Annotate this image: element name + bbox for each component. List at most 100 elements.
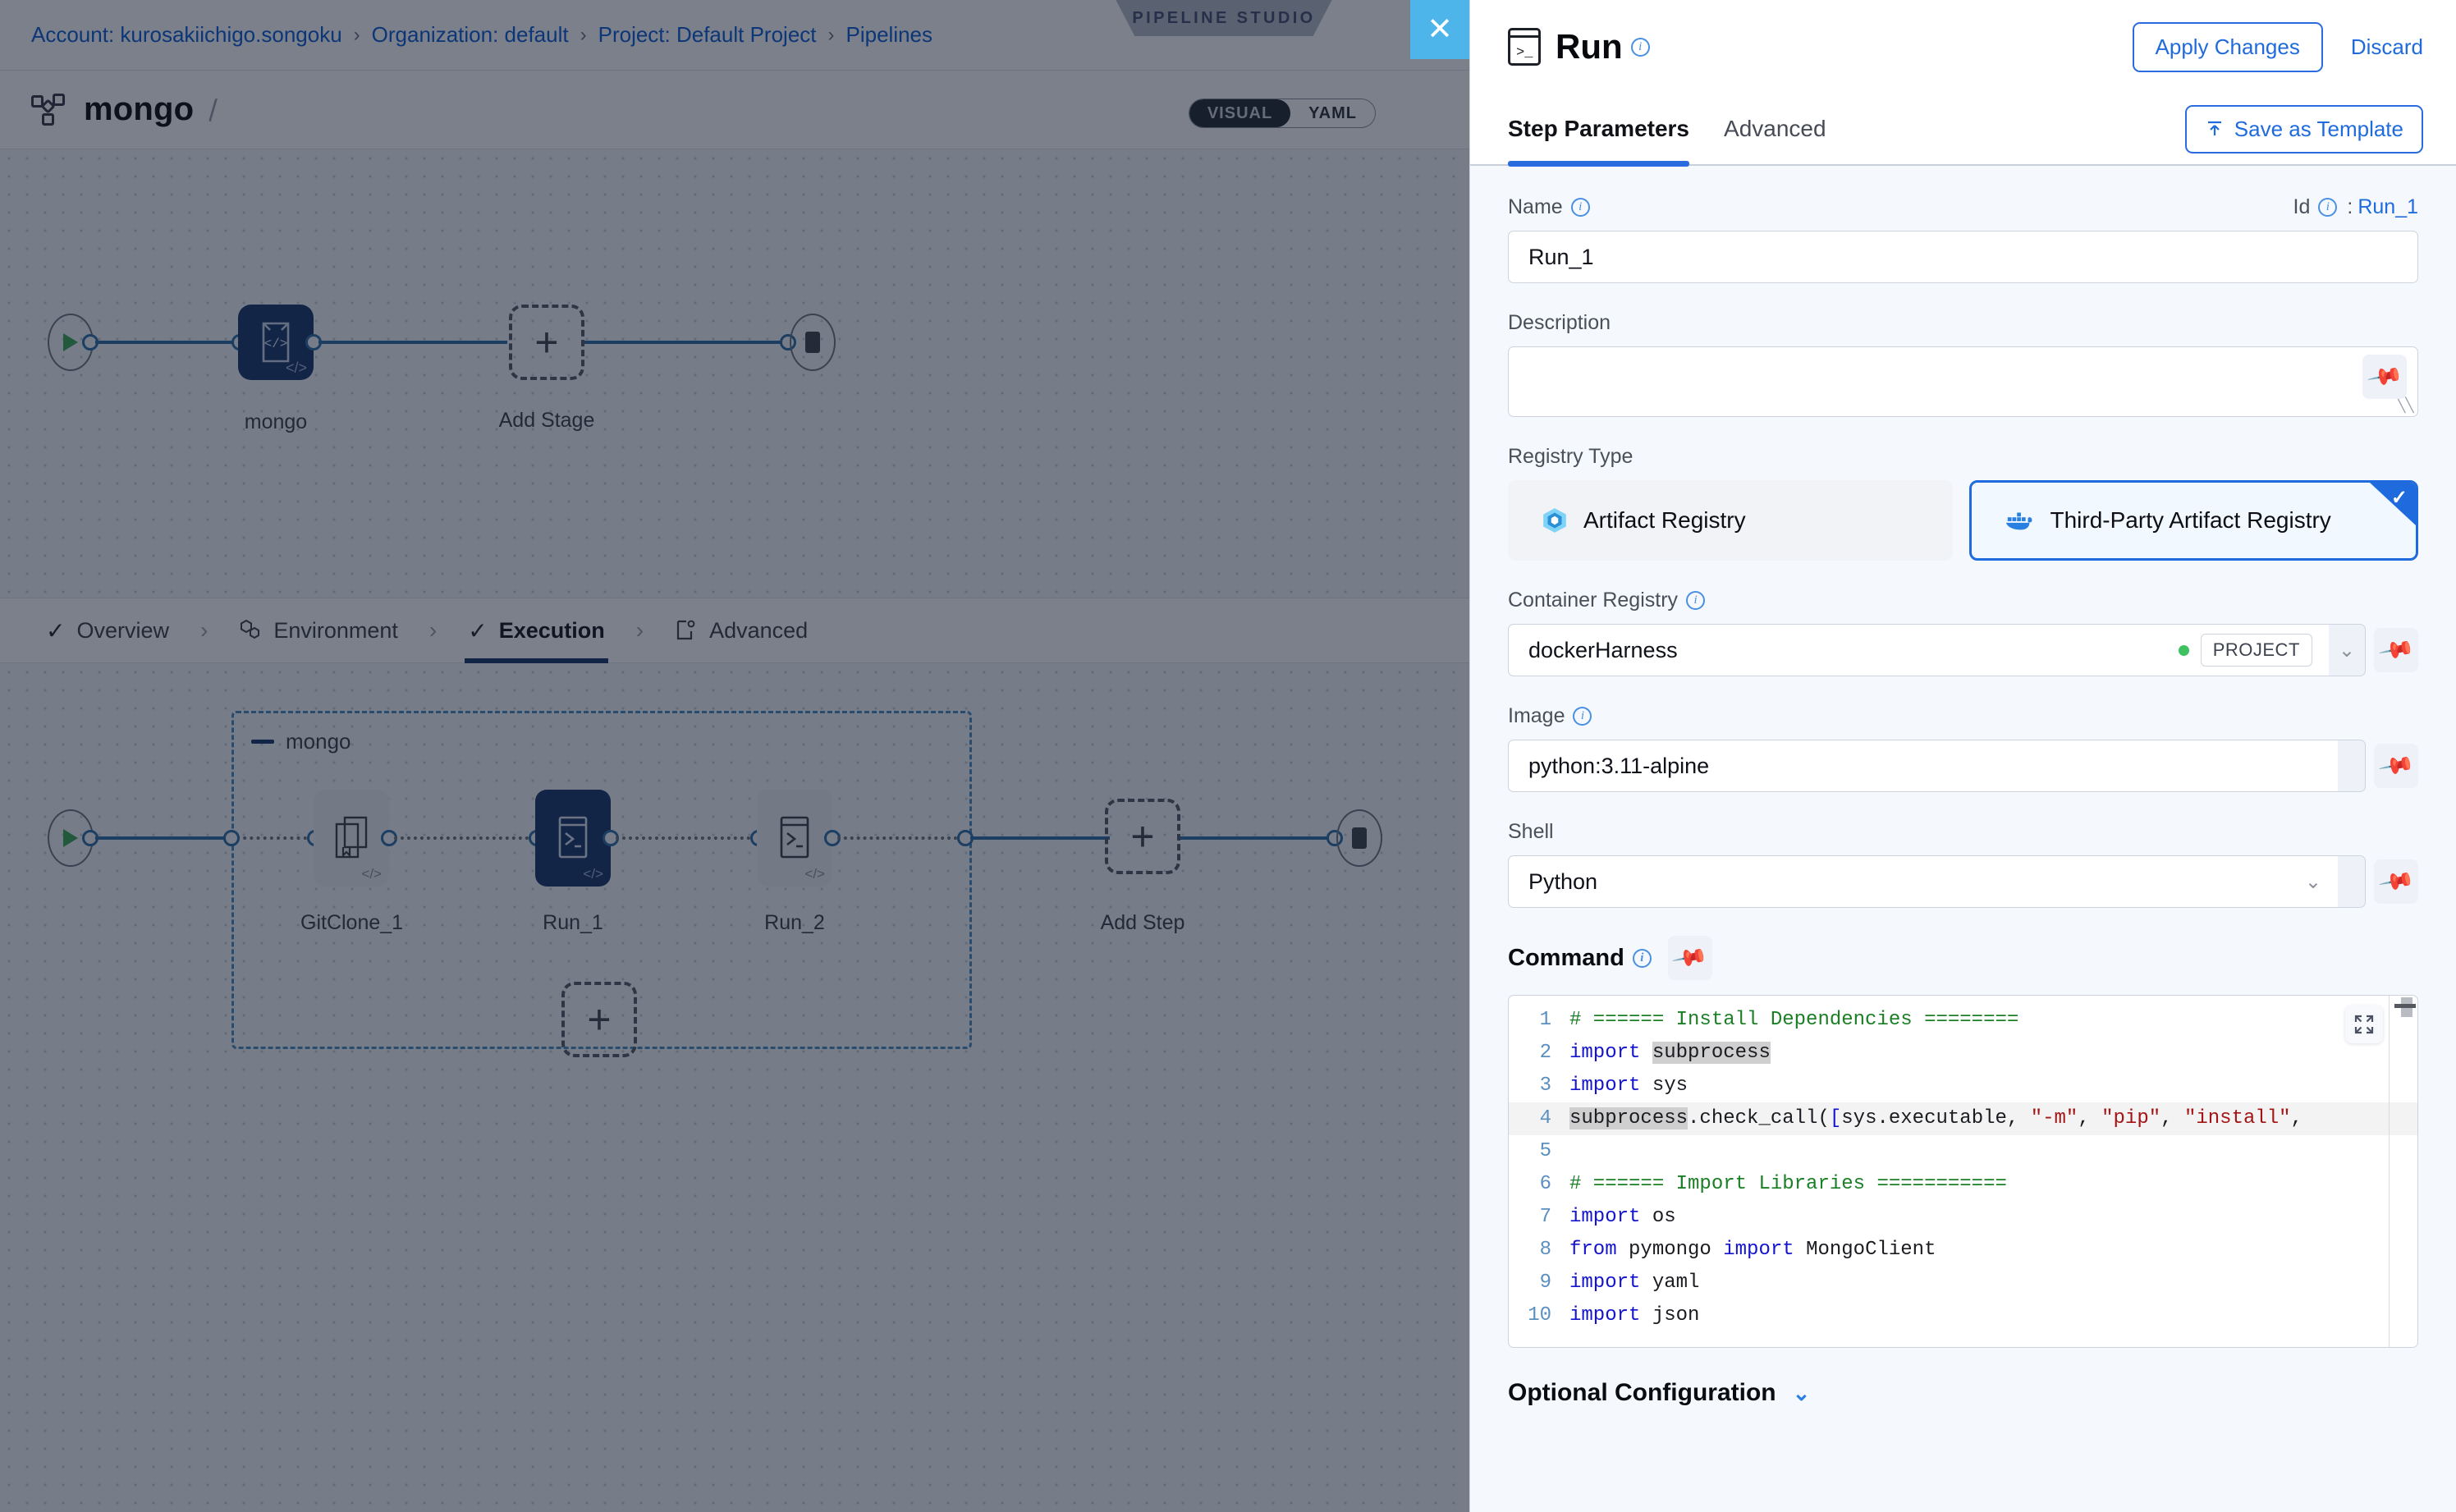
hex-icon (239, 618, 262, 643)
info-icon[interactable]: i (1633, 949, 1652, 968)
stage-group-header[interactable]: mongo (251, 729, 351, 754)
id-value: Run_1 (2357, 195, 2418, 219)
check-icon: ✓ (468, 617, 487, 644)
info-icon[interactable]: i (1631, 38, 1650, 57)
edge (970, 836, 1110, 840)
close-panel-button[interactable]: ✕ (1410, 0, 1469, 59)
registry-option-artifact-registry[interactable]: Artifact Registry (1508, 480, 1953, 561)
info-icon[interactable]: i (2318, 198, 2337, 217)
step-port (223, 830, 240, 846)
step-node-run1[interactable]: </> (535, 790, 611, 887)
breadcrumb-separator-icon: › (828, 24, 835, 47)
visual-yaml-toggle[interactable]: VISUAL YAML (1189, 99, 1376, 128)
stage-node-mongo[interactable]: </> </> (238, 305, 314, 380)
registry-option-third-party[interactable]: Third-Party Artifact Registry ✓ (1969, 480, 2419, 561)
container-registry-pin-button[interactable]: 📌 (2374, 628, 2418, 672)
breadcrumb-item-account[interactable]: Account: kurosakiichigo.songoku (31, 22, 342, 48)
collapse-icon[interactable] (251, 740, 274, 744)
tab-execution[interactable]: ✓ Execution (465, 598, 608, 663)
container-registry-dropdown-tail[interactable]: ⌄ (2329, 624, 2366, 676)
breadcrumb-item-organization[interactable]: Organization: default (372, 22, 569, 48)
tab-overview-label: Overview (76, 618, 169, 644)
info-icon[interactable]: i (1686, 591, 1705, 610)
container-registry-select[interactable]: dockerHarness PROJECT (1508, 624, 2329, 676)
terminal-icon (773, 813, 816, 863)
code-line[interactable]: 2import subprocess (1509, 1037, 2417, 1070)
image-tail (2338, 740, 2366, 792)
step-label-run1: Run_1 (530, 911, 616, 935)
code-line[interactable]: 5 (1509, 1135, 2417, 1168)
git-clone-icon (330, 814, 373, 862)
pin-icon: 📌 (2378, 633, 2415, 668)
play-icon (63, 829, 78, 847)
description-textarea[interactable]: ╱╱ (1508, 346, 2418, 417)
breadcrumb-item-pipelines[interactable]: Pipelines (846, 22, 933, 48)
shell-tail (2338, 855, 2366, 908)
step-node-run2[interactable]: </> (757, 790, 832, 887)
tab-advanced[interactable]: Advanced (671, 598, 811, 663)
code-line[interactable]: 3import sys (1509, 1070, 2417, 1102)
command-code-editor[interactable]: 1# ====== Install Dependencies ========2… (1508, 995, 2418, 1348)
tab-overview[interactable]: ✓ Overview (43, 598, 172, 663)
add-stage-button[interactable]: + (509, 305, 584, 380)
description-label: Description (1508, 311, 2418, 335)
line-number: 10 (1509, 1299, 1569, 1332)
tab-environment[interactable]: Environment (236, 598, 401, 663)
description-pin-button[interactable]: 📌 (2362, 355, 2407, 399)
status-dot (2179, 645, 2189, 656)
code-line[interactable]: 6# ====== Import Libraries =========== (1509, 1168, 2417, 1201)
code-line[interactable]: 7import os (1509, 1201, 2417, 1234)
tab-panel-advanced[interactable]: Advanced (1724, 93, 1826, 165)
stage-tab-strip: ✓ Overview › Environment › ✓ Execution ›… (0, 598, 1469, 663)
shell-select[interactable]: Python ⌄ (1508, 855, 2338, 908)
expand-editor-button[interactable] (2345, 1006, 2383, 1043)
line-number: 1 (1509, 1004, 1569, 1037)
terminal-icon (552, 813, 594, 863)
tab-step-parameters[interactable]: Step Parameters (1508, 93, 1689, 165)
execution-end-node (1336, 809, 1382, 867)
tab-advanced-label: Advanced (709, 618, 808, 644)
apply-changes-button[interactable]: Apply Changes (2133, 22, 2323, 72)
toggle-visual[interactable]: VISUAL (1189, 99, 1290, 127)
image-input[interactable]: python:3.11-alpine (1508, 740, 2338, 792)
chevron-down-icon[interactable]: ⌄ (2305, 870, 2321, 894)
code-text: # ====== Import Libraries =========== (1569, 1168, 2007, 1201)
name-input[interactable]: Run_1 (1508, 231, 2418, 283)
info-icon[interactable]: i (1571, 198, 1590, 217)
container-registry-value: dockerHarness (1528, 638, 1678, 663)
code-line[interactable]: 10import json (1509, 1299, 2417, 1332)
code-line[interactable]: 4subprocess.check_call([sys.executable, … (1509, 1102, 2417, 1135)
code-block-icon: </> (259, 322, 293, 363)
editor-edge-line (2389, 996, 2390, 1347)
add-parallel-step-button[interactable]: + (561, 982, 637, 1057)
tab-environment-label: Environment (273, 618, 398, 644)
stage-canvas[interactable] (0, 149, 1469, 598)
image-section: Image i python:3.11-alpine 📌 (1508, 704, 2418, 792)
code-line[interactable]: 9import yaml (1509, 1267, 2417, 1299)
command-pin-button[interactable]: 📌 (1668, 936, 1712, 980)
edge (1180, 836, 1335, 840)
breadcrumb-item-project[interactable]: Project: Default Project (598, 22, 817, 48)
edge-dotted (394, 836, 535, 840)
code-line[interactable]: 8from pymongo import MongoClient (1509, 1234, 2417, 1267)
info-icon[interactable]: i (1573, 707, 1592, 726)
editor-scrollbar[interactable] (2401, 996, 2412, 1347)
toggle-yaml[interactable]: YAML (1290, 99, 1375, 127)
edit-pencil-icon[interactable] (208, 99, 236, 121)
discard-button[interactable]: Discard (2351, 34, 2423, 60)
image-pin-button[interactable]: 📌 (2374, 744, 2418, 788)
chevron-down-icon[interactable]: ⌄ (2339, 639, 2355, 662)
code-badge: </> (804, 866, 825, 882)
add-step-button[interactable]: + (1105, 799, 1180, 874)
tab-execution-label: Execution (499, 618, 605, 644)
shell-pin-button[interactable]: 📌 (2374, 859, 2418, 904)
resize-grip-icon[interactable]: ╱╱ (2397, 397, 2413, 414)
id-label: Id (2293, 195, 2311, 219)
edge (318, 341, 507, 344)
optional-configuration-toggle[interactable]: Optional Configuration ⌄ (1508, 1379, 2418, 1407)
expand-icon (2353, 1014, 2375, 1035)
code-lines[interactable]: 1# ====== Install Dependencies ========2… (1509, 996, 2417, 1332)
step-node-gitclone[interactable]: </> (314, 790, 389, 887)
code-line[interactable]: 1# ====== Install Dependencies ======== (1509, 1004, 2417, 1037)
save-as-template-button[interactable]: Save as Template (2185, 105, 2423, 153)
